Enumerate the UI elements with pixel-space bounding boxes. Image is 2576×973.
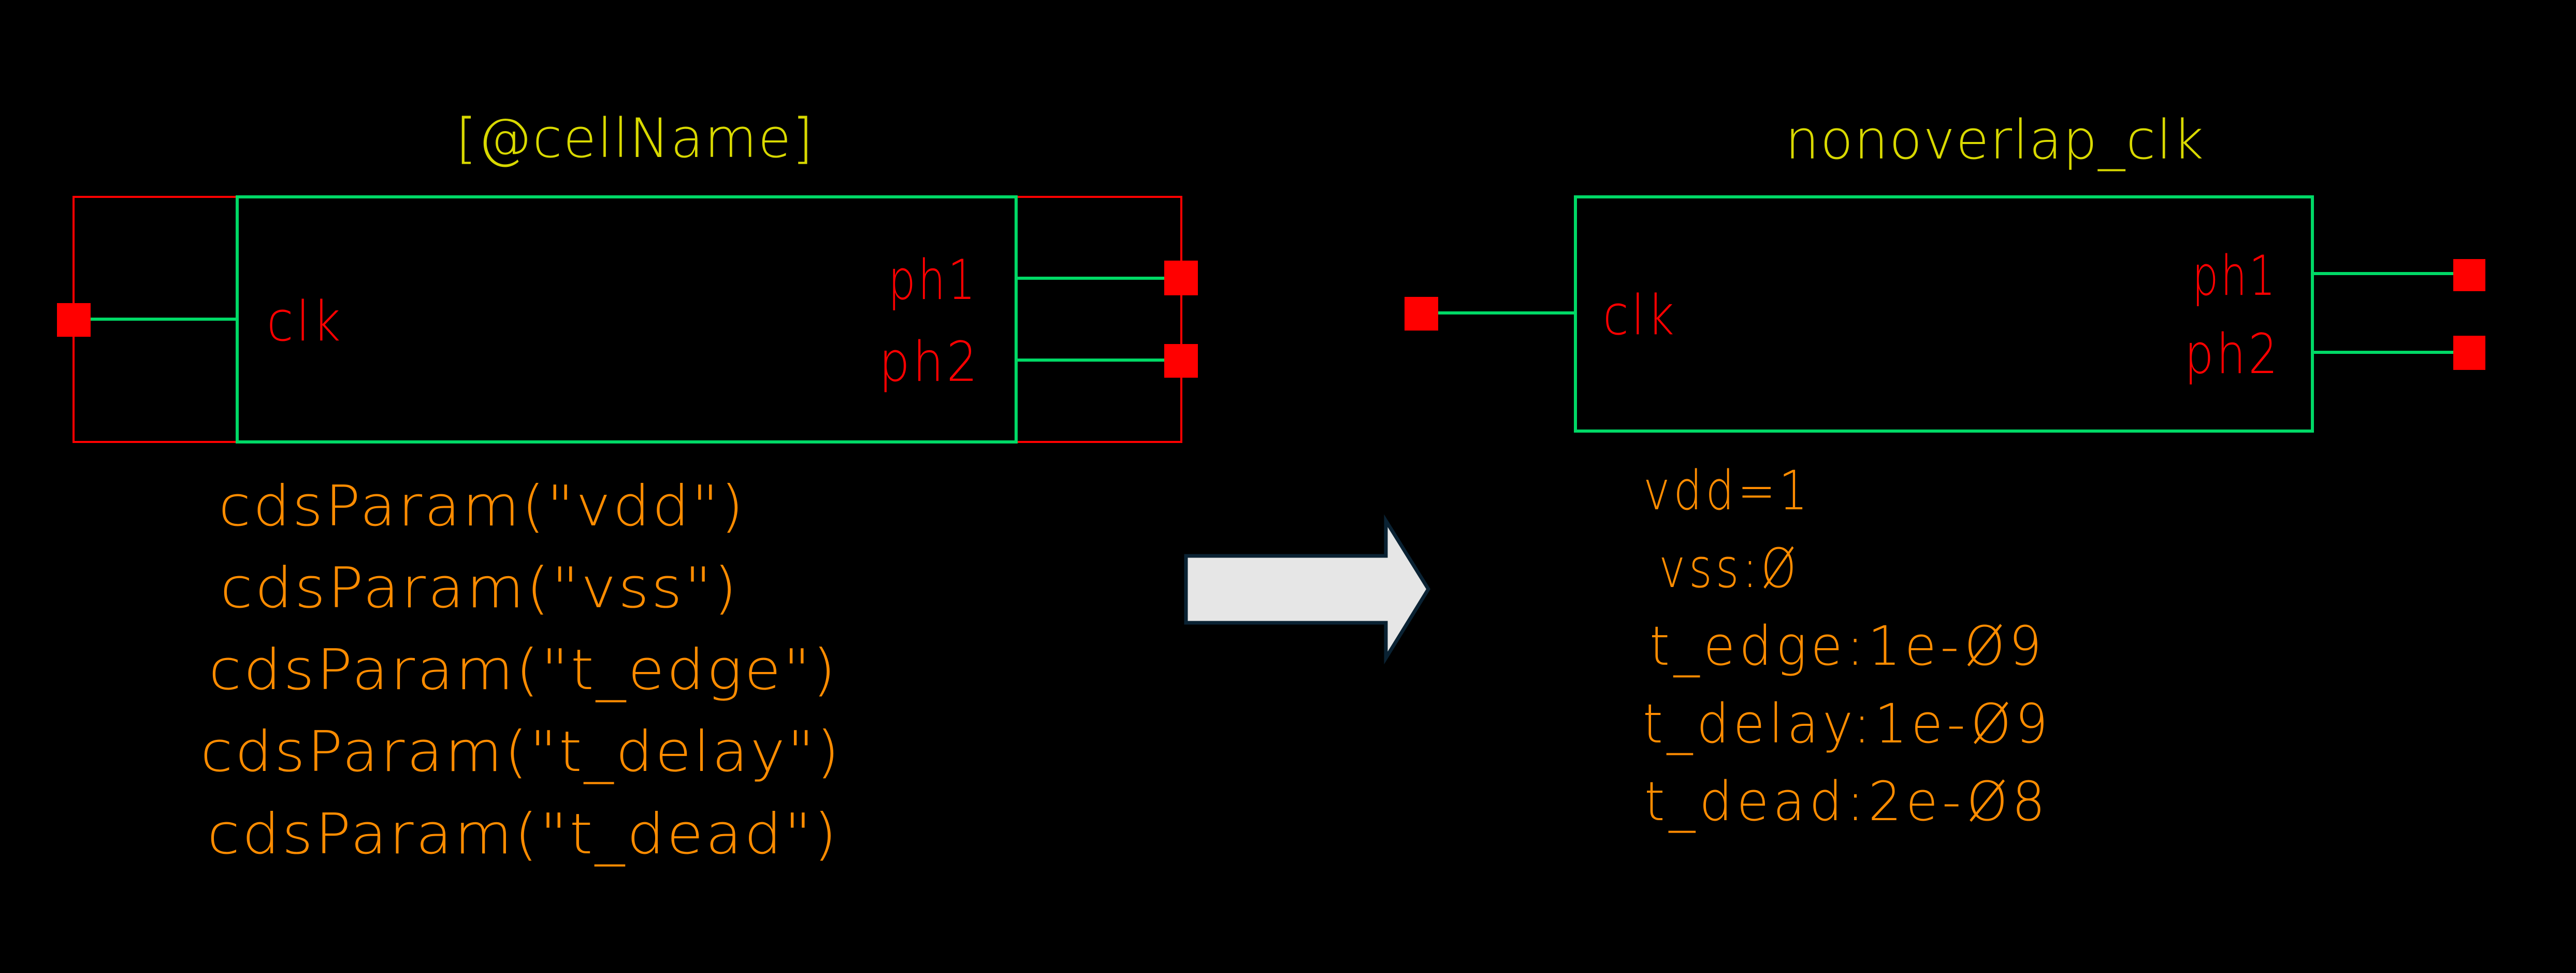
ph2-pin-label: ph2: [879, 330, 980, 394]
instance-parameters: vdd=1 vss:Ø t_edge:1e-Ø9 t_delay:1e-Ø9 t…: [1643, 459, 2052, 833]
ph2-pin[interactable]: [1164, 344, 1198, 378]
ph1-pin-label: ph1: [2192, 244, 2278, 308]
ph1-pin-label: ph1: [888, 248, 978, 312]
clk-pin-label: clk: [267, 290, 343, 353]
ph1-pin[interactable]: [1164, 261, 1198, 295]
ph1-pin[interactable]: [2453, 259, 2485, 291]
clk-pin-label: clk: [1603, 283, 1677, 347]
clk-pin[interactable]: [57, 303, 91, 337]
cell-name-label: nonoverlap_clk: [1785, 108, 2205, 171]
param-value: t_edge:1e-Ø9: [1649, 614, 2046, 678]
param-expression: cdsParam("vdd"): [219, 474, 746, 539]
cell-name-label: [@cellName]: [456, 107, 814, 170]
clk-pin[interactable]: [1405, 297, 1438, 331]
symbol-body[interactable]: [236, 195, 1018, 443]
instance-symbol[interactable]: nonoverlap_clk clk ph1 ph2 vdd=1 vss:Ø t…: [1405, 108, 2485, 833]
param-expression: cdsParam("t_delay"): [200, 720, 842, 784]
right-arrow-icon: [1184, 514, 1431, 665]
param-value: vdd=1: [1643, 459, 1811, 522]
symbol-body[interactable]: [1574, 195, 2314, 433]
param-value: t_dead:2e-Ø8: [1644, 770, 2049, 833]
param-expression: cdsParam("vss"): [220, 556, 739, 621]
ph2-pin-label: ph2: [2184, 322, 2280, 386]
param-value: vss:Ø: [1659, 537, 1800, 600]
param-value: t_delay:1e-Ø9: [1643, 692, 2052, 755]
ph2-pin[interactable]: [2453, 336, 2485, 370]
param-expression: cdsParam("t_dead"): [207, 802, 839, 867]
param-expression: cdsParam("t_edge"): [209, 638, 838, 703]
template-parameters: cdsParam("vdd") cdsParam("vss") cdsParam…: [200, 474, 842, 867]
template-symbol[interactable]: [@cellName] clk ph1 ph2 cdsParam("vdd") …: [57, 107, 1198, 867]
